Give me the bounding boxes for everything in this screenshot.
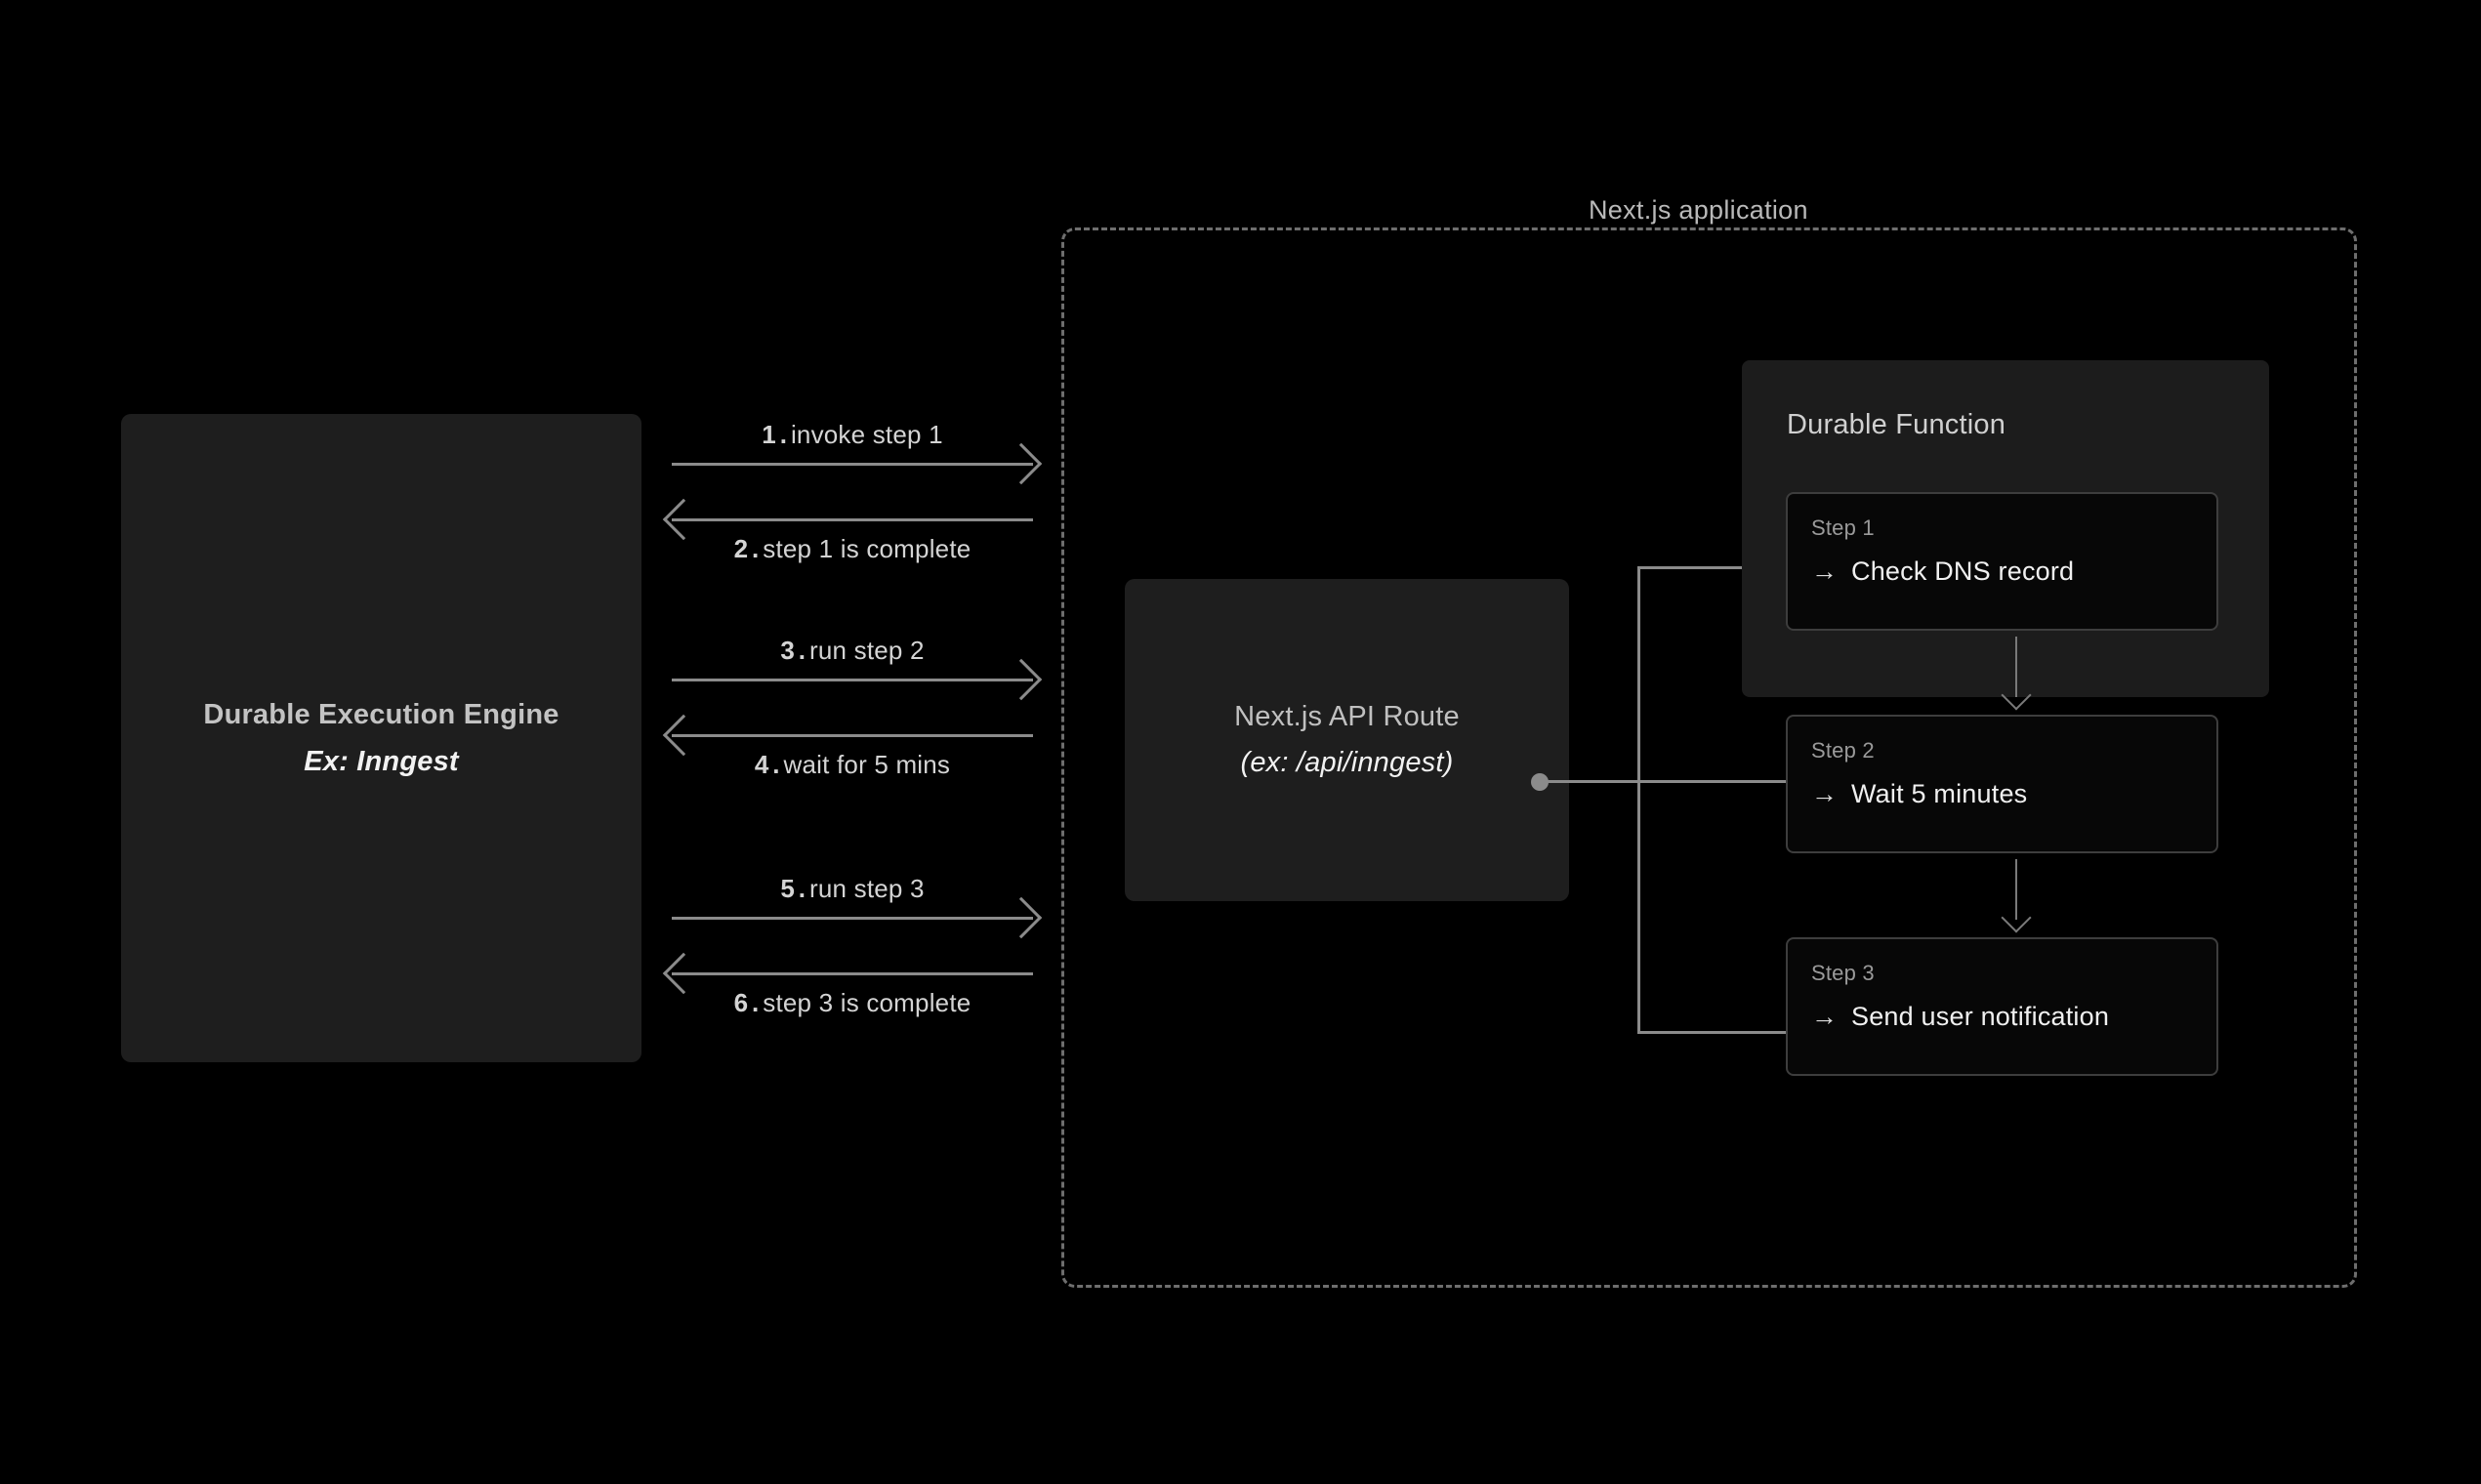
api-route-title: Next.js API Route: [1234, 701, 1460, 732]
arrow-line: [672, 679, 1033, 681]
message-number-6: 6.: [733, 988, 764, 1017]
connector-line-middle: [1540, 780, 1786, 783]
step-body-3: → Send user notification: [1811, 1002, 2193, 1032]
message-arrow-5: 5.run step 3: [672, 874, 1043, 939]
message-number-3: 3.: [780, 636, 810, 665]
message-label-3: 3.run step 2: [672, 636, 1033, 666]
step-kicker-2: Step 2: [1811, 738, 1875, 763]
step-kicker-3: Step 3: [1811, 961, 1875, 985]
engine-subtitle: Ex: Inngest: [304, 746, 459, 777]
api-route-subtitle: (ex: /api/inngest): [1240, 747, 1454, 778]
message-text-6: step 3 is complete: [763, 988, 972, 1017]
arrow-line: [672, 518, 1033, 521]
message-text-4: wait for 5 mins: [783, 750, 951, 779]
durable-execution-engine-box: Durable Execution Engine Ex: Inngest: [121, 414, 641, 1062]
step-connector-1-2: [2015, 637, 2017, 697]
arrow-right-icon: →: [1811, 779, 1838, 808]
arrow-right-icon: →: [1811, 1002, 1838, 1031]
message-arrow-3: 3.run step 2: [672, 636, 1043, 701]
arrow-line: [672, 972, 1033, 975]
arrow-right-icon: →: [1811, 556, 1838, 586]
step-text-3: Send user notification: [1851, 1002, 2110, 1031]
step-card-1: Step 1 → Check DNS record: [1786, 492, 2218, 631]
message-text-2: step 1 is complete: [763, 534, 972, 563]
step-text-2: Wait 5 minutes: [1851, 779, 2028, 808]
message-text-1: invoke step 1: [790, 420, 943, 449]
arrow-line: [672, 734, 1033, 737]
message-arrow-4: 4.wait for 5 mins: [662, 714, 1033, 779]
step-body-2: → Wait 5 minutes: [1811, 779, 2193, 809]
message-label-2: 2.step 1 is complete: [672, 534, 1033, 564]
message-number-4: 4.: [754, 750, 784, 779]
message-number-5: 5.: [780, 874, 810, 903]
message-arrow-6: 6.step 3 is complete: [662, 952, 1033, 1017]
arrow-line: [672, 463, 1033, 466]
nextjs-application-container: [1061, 227, 2357, 1288]
message-text-5: run step 3: [809, 874, 925, 903]
connector-line-top: [1637, 566, 1786, 569]
step-kicker-1: Step 1: [1811, 515, 1875, 540]
step-body-1: → Check DNS record: [1811, 556, 2193, 587]
arrow-line: [672, 917, 1033, 920]
nextjs-api-route-box: Next.js API Route (ex: /api/inngest): [1125, 579, 1569, 901]
message-arrow-1: 1.invoke step 1: [672, 420, 1043, 485]
message-number-1: 1.: [762, 420, 791, 449]
step-connector-2-3: [2015, 859, 2017, 920]
connector-line-trunk: [1637, 566, 1640, 1034]
message-arrow-2: 2.step 1 is complete: [662, 498, 1033, 563]
durable-function-title: Durable Function: [1787, 409, 2006, 440]
nextjs-application-title: Next.js application: [1567, 195, 1830, 226]
engine-title: Durable Execution Engine: [203, 698, 559, 730]
message-label-5: 5.run step 3: [672, 874, 1033, 904]
message-text-3: run step 2: [809, 636, 925, 665]
step-text-1: Check DNS record: [1851, 556, 2075, 586]
step-card-3: Step 3 → Send user notification: [1786, 937, 2218, 1076]
message-label-4: 4.wait for 5 mins: [672, 750, 1033, 780]
message-label-1: 1.invoke step 1: [672, 420, 1033, 450]
connector-line-bottom: [1637, 1031, 1786, 1034]
step-card-2: Step 2 → Wait 5 minutes: [1786, 715, 2218, 853]
message-number-2: 2.: [733, 534, 764, 563]
message-label-6: 6.step 3 is complete: [672, 988, 1033, 1018]
